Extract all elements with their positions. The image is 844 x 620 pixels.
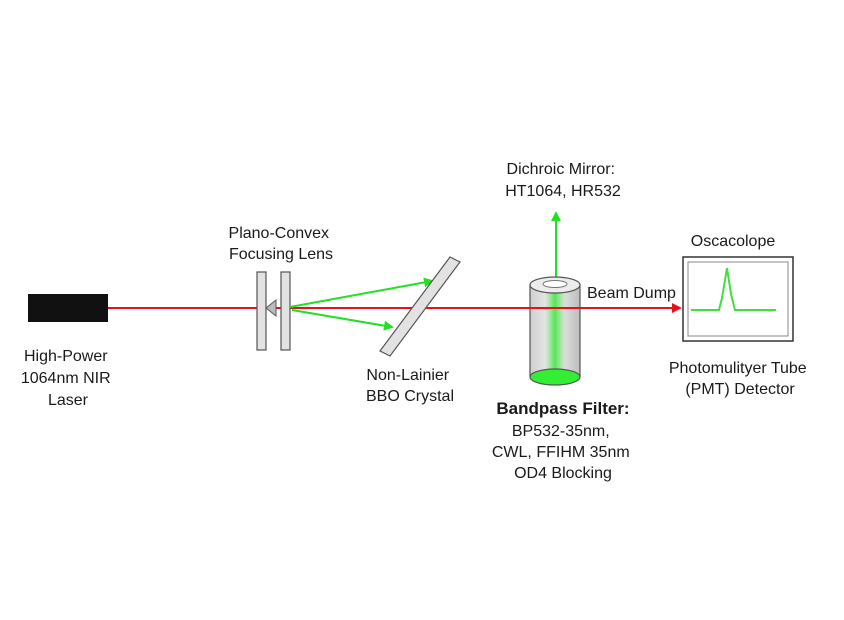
oscilloscope-label: Oscacolope [691, 233, 776, 250]
pmt-label: Photomulityer Tube (PMT) Detector [669, 360, 811, 398]
green-beam-return [291, 309, 394, 331]
bandpass-filter [529, 276, 581, 386]
laser-body [28, 294, 108, 322]
dichroic-label: Dichroic Mirror: HT1064, HR532 [505, 161, 621, 200]
filter-spec-label: BP532-35nm, CWL, FFIHM 35nm OD4 Blocking [492, 423, 634, 482]
beam-dump-label: Beam Dump [587, 285, 676, 302]
plano-convex-lens [256, 271, 291, 351]
crystal-label: Non-Lainier BBO Crystal [366, 367, 454, 405]
scope-trace [691, 267, 776, 311]
oscilloscope [682, 256, 794, 342]
lens-label: Plano-Convex Focusing Lens [229, 225, 334, 263]
bbo-crystal [379, 256, 461, 357]
laser-label: High-Power 1064nm NIR Laser [21, 348, 115, 409]
green-beam-to-crystal [289, 277, 434, 308]
filter-title-label: Bandpass Filter: [496, 399, 629, 418]
